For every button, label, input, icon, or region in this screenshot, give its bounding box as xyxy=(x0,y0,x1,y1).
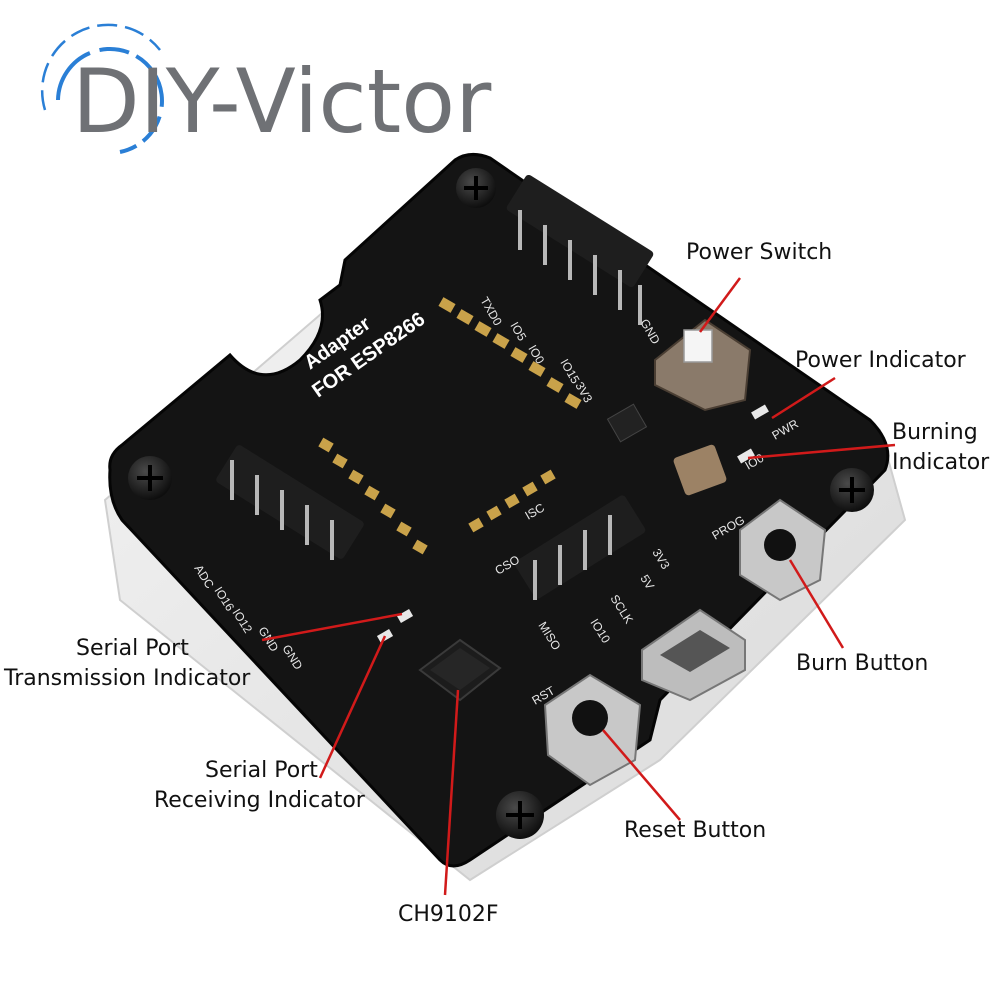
silk-pin-label: 5V xyxy=(637,572,657,592)
capacitor xyxy=(673,444,727,496)
burning-indicator-led xyxy=(737,448,755,464)
logo-ring-icon xyxy=(40,23,164,154)
serial-tx-led xyxy=(396,609,414,623)
callout-serial-rx-line2: Receiving Indicator xyxy=(154,788,365,813)
callout-reset-button: Reset Button xyxy=(624,818,767,843)
callout-serial-rx-line1: Serial Port xyxy=(205,758,318,783)
brand-logo-text: DIY-Victor xyxy=(72,50,492,153)
callout-serial-tx-line2: Transmission Indicator xyxy=(4,666,251,691)
callout-power-indicator: Power Indicator xyxy=(795,348,966,373)
socket-contacts-right xyxy=(468,469,556,533)
pin-header-bottom xyxy=(514,495,646,600)
micro-usb-port[interactable] xyxy=(641,608,746,702)
socket-contacts-left xyxy=(318,437,428,555)
callout-burn-button: Burn Button xyxy=(796,651,929,676)
screw-top-icon xyxy=(456,168,496,208)
power-indicator-led xyxy=(751,404,769,420)
power-switch[interactable] xyxy=(654,318,752,412)
callout-leaders xyxy=(261,277,896,896)
regulator xyxy=(606,403,648,443)
reset-button[interactable] xyxy=(543,673,642,787)
callout-power-switch: Power Switch xyxy=(686,240,833,265)
callout-burning-indicator-line2: Indicator xyxy=(892,450,990,475)
screw-bottom-icon xyxy=(496,791,544,839)
callout-chip: CH9102F xyxy=(398,902,499,927)
burn-button[interactable] xyxy=(739,498,827,602)
pin-header-top xyxy=(506,174,654,325)
screw-right-icon xyxy=(830,468,874,512)
screw-left-icon xyxy=(128,456,172,500)
socket-contacts-top xyxy=(438,297,582,409)
pin-header-left xyxy=(216,445,364,560)
callout-burning-indicator-line1: Burning xyxy=(892,420,978,445)
callout-serial-tx-line1: Serial Port xyxy=(76,636,189,661)
ch9102f-chip xyxy=(418,638,502,702)
